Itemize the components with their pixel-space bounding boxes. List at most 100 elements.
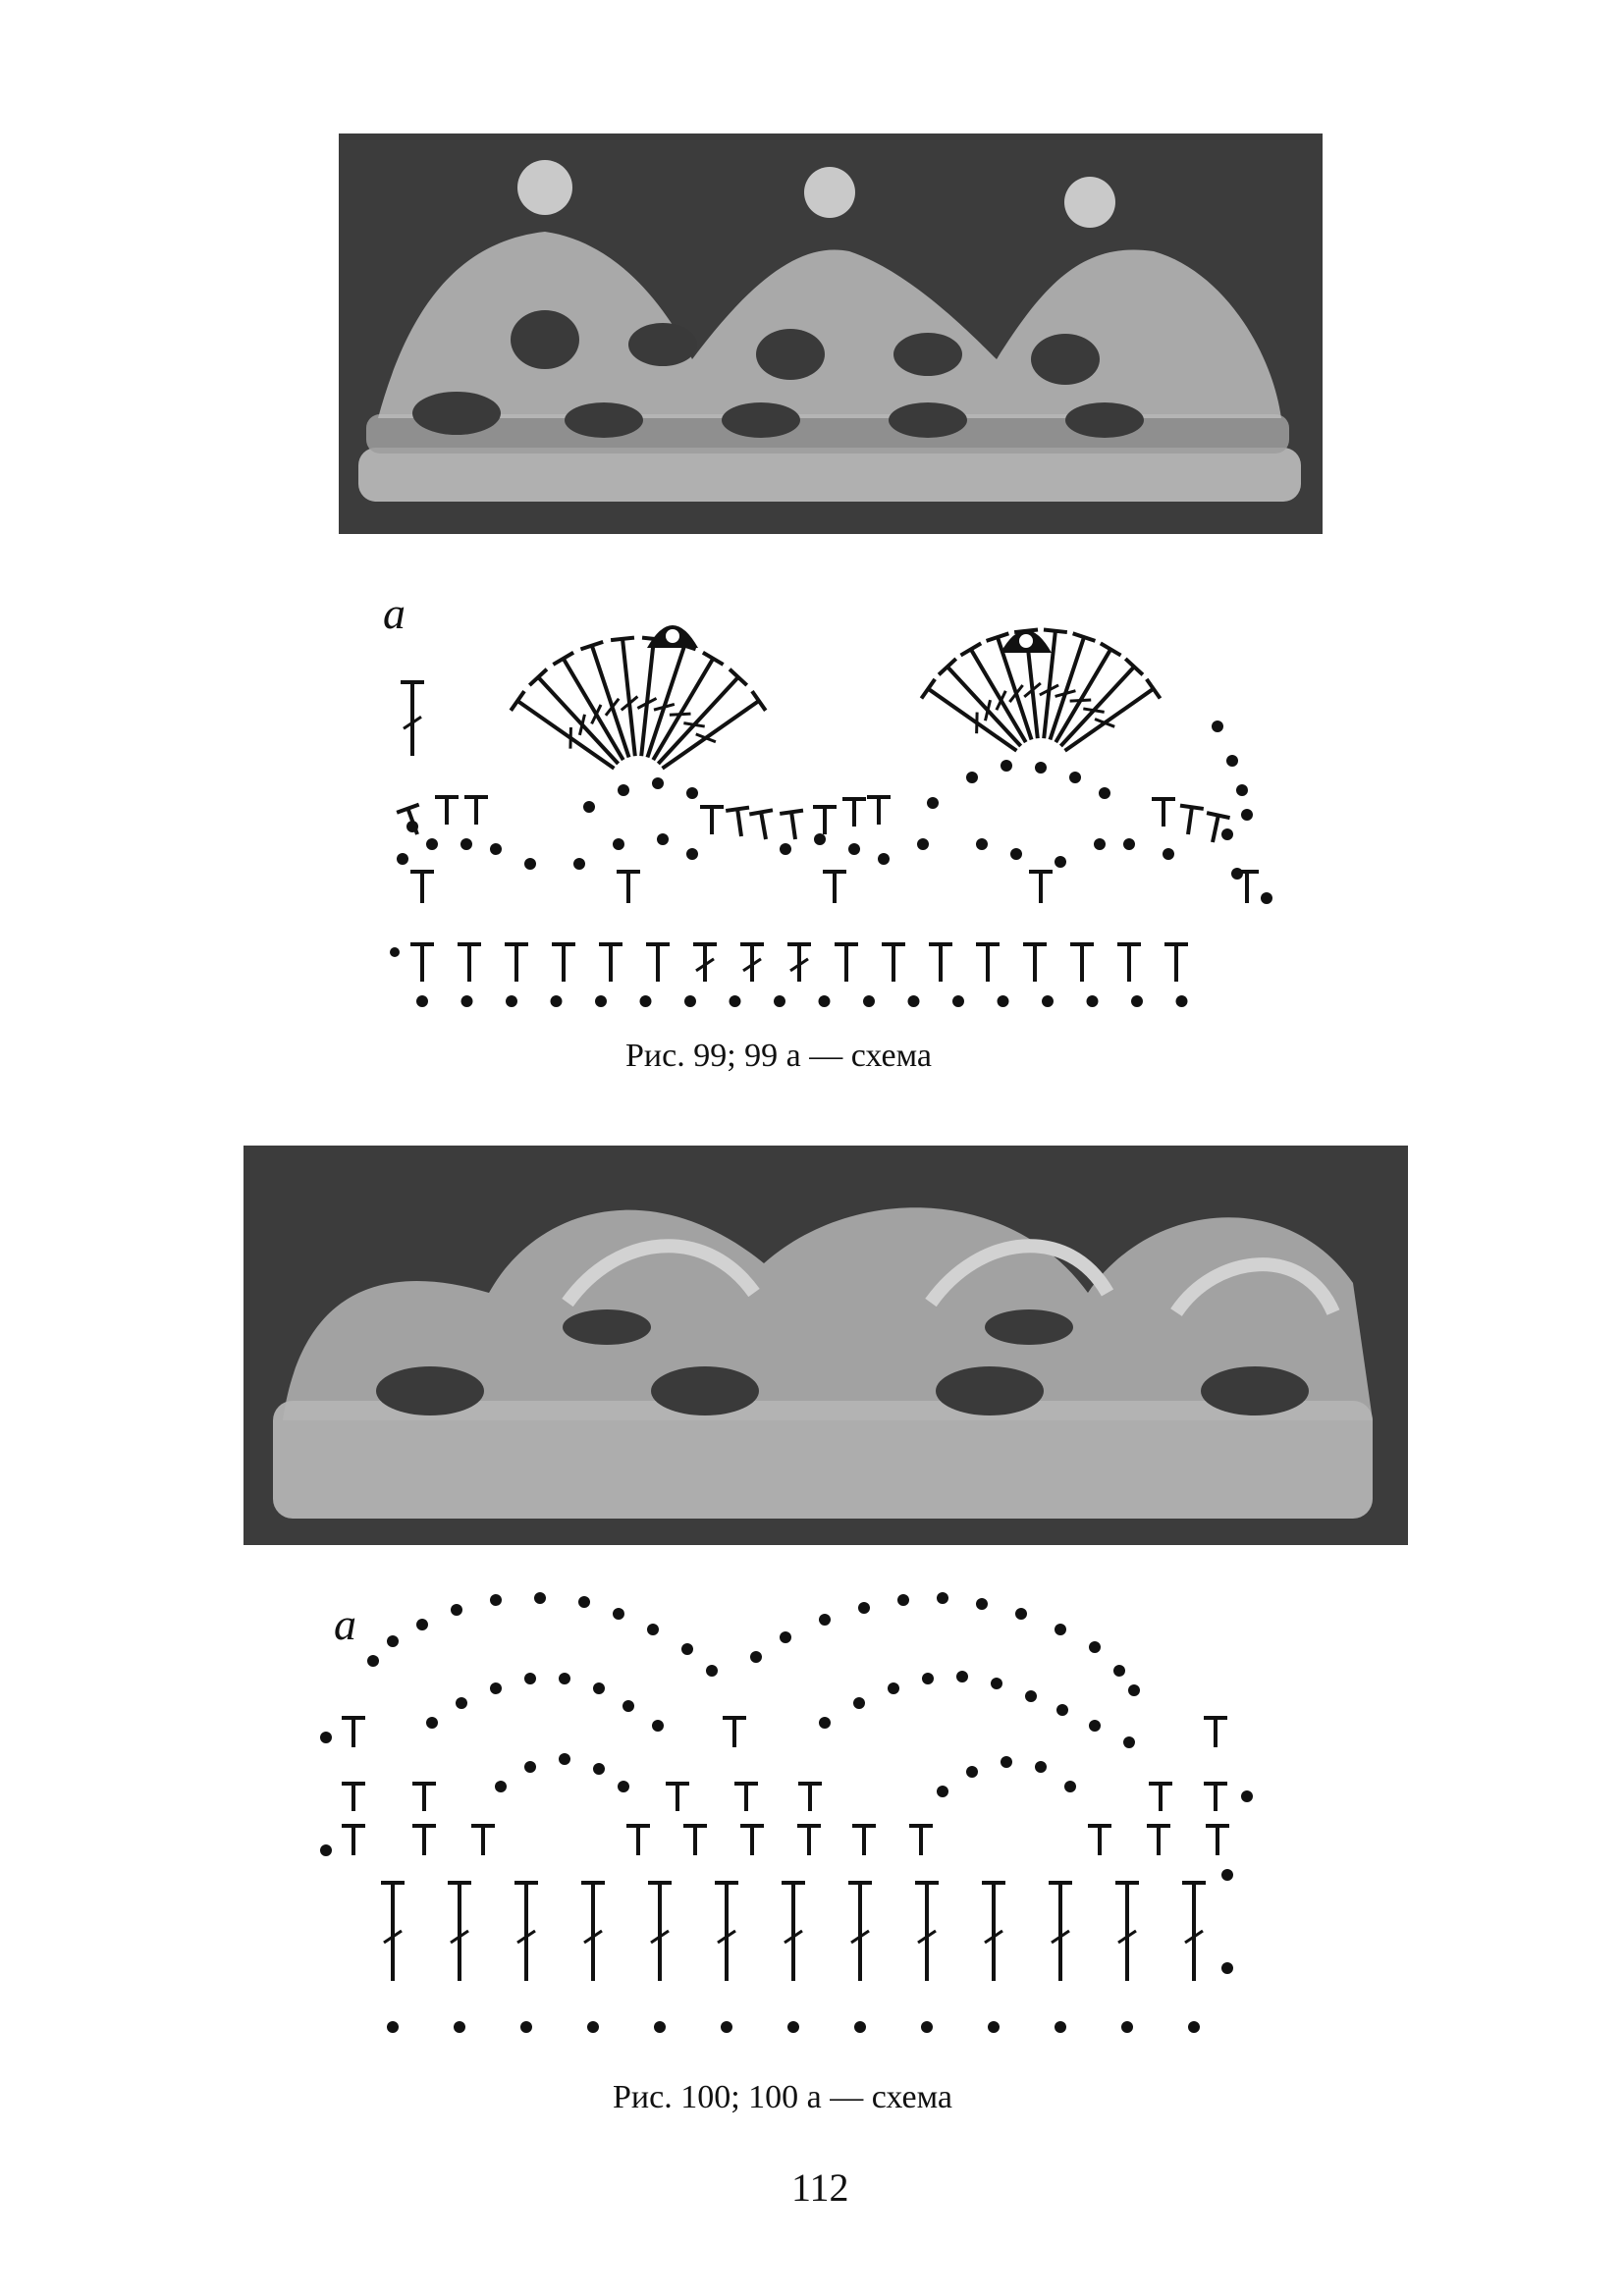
half-double-crochet-symbol bbox=[1070, 942, 1094, 982]
half-double-crochet-symbol bbox=[842, 797, 866, 827]
chain-stitch-symbol bbox=[774, 995, 785, 1007]
half-double-crochet-symbol bbox=[1088, 1824, 1111, 1855]
half-double-crochet-symbol bbox=[1117, 942, 1141, 982]
half-double-crochet-symbol bbox=[748, 808, 774, 840]
figure-100-scheme bbox=[314, 1551, 1335, 2042]
chain-stitch-symbol bbox=[460, 995, 473, 1007]
half-double-crochet-symbol bbox=[1149, 1782, 1172, 1811]
double-crochet-symbol bbox=[959, 641, 1028, 744]
double-crochet-symbol bbox=[1048, 631, 1097, 741]
chain-stitch-symbol bbox=[976, 838, 988, 850]
chain-stitch-symbol bbox=[1221, 828, 1233, 840]
chain-stitch-symbol bbox=[863, 995, 875, 1007]
chain-stitch-symbol bbox=[426, 838, 438, 850]
chain-stitch-symbol bbox=[490, 1594, 502, 1606]
chain-stitch-symbol bbox=[1094, 838, 1106, 850]
half-double-crochet-symbol bbox=[835, 942, 858, 982]
chain-stitch-symbol bbox=[320, 1844, 332, 1856]
chain-stitch-symbol bbox=[639, 995, 652, 1007]
half-double-crochet-symbol bbox=[683, 1824, 707, 1855]
chain-stitch-symbol bbox=[1035, 1761, 1047, 1773]
half-double-crochet-symbol bbox=[852, 1824, 876, 1855]
half-double-crochet-symbol bbox=[412, 1824, 436, 1855]
double-crochet-symbol bbox=[381, 1881, 405, 1981]
half-double-crochet-symbol bbox=[1023, 942, 1047, 982]
chain-stitch-symbol bbox=[966, 772, 978, 783]
half-double-crochet-symbol bbox=[410, 870, 434, 903]
double-crochet-symbol bbox=[985, 631, 1034, 741]
chain-stitch-symbol bbox=[456, 1697, 467, 1709]
half-double-crochet-symbol bbox=[1206, 1824, 1229, 1855]
chain-stitch-symbol bbox=[320, 1732, 332, 1743]
picot-symbol bbox=[666, 629, 679, 643]
double-crochet-symbol bbox=[1058, 657, 1145, 748]
chain-stitch-symbol bbox=[818, 995, 831, 1007]
double-crochet-symbol bbox=[937, 657, 1023, 748]
half-double-crochet-symbol bbox=[725, 805, 750, 837]
double-crochet-symbol bbox=[982, 1881, 1005, 1981]
chain-stitch-symbol bbox=[854, 2021, 866, 2033]
chain-stitch-symbol bbox=[991, 1678, 1002, 1689]
chain-stitch-symbol bbox=[550, 995, 563, 1007]
chain-stitch-symbol bbox=[654, 2021, 666, 2033]
chain-stitch-symbol bbox=[451, 1604, 462, 1616]
half-double-crochet-symbol bbox=[929, 942, 952, 982]
half-double-crochet-symbol bbox=[552, 942, 575, 982]
chain-stitch-symbol bbox=[1236, 784, 1248, 796]
chain-stitch-symbol bbox=[534, 1592, 546, 1604]
chain-stitch-symbol bbox=[1123, 1736, 1135, 1748]
double-crochet-symbol bbox=[1182, 1881, 1206, 1981]
chain-stitch-symbol bbox=[618, 1781, 629, 1792]
chain-stitch-symbol bbox=[406, 821, 418, 832]
half-double-crochet-symbol bbox=[666, 1782, 689, 1811]
half-double-crochet-symbol bbox=[435, 795, 459, 825]
chain-stitch-symbol bbox=[1231, 868, 1243, 880]
half-double-crochet-symbol bbox=[458, 942, 481, 982]
double-crochet-symbol bbox=[1049, 1881, 1072, 1981]
chain-stitch-symbol bbox=[1055, 856, 1066, 868]
chain-stitch-symbol bbox=[1212, 721, 1223, 732]
chain-stitch-symbol bbox=[1175, 995, 1188, 1007]
chain-stitch-symbol bbox=[1064, 1781, 1076, 1792]
chain-stitch-symbol bbox=[559, 1673, 570, 1684]
chain-stitch-symbol bbox=[1163, 848, 1174, 860]
double-crochet-symbol bbox=[579, 639, 631, 759]
double-crochet-symbol bbox=[915, 1881, 939, 1981]
chain-stitch-symbol bbox=[647, 1624, 659, 1635]
chain-stitch-symbol bbox=[1241, 809, 1253, 821]
figure-99-scheme bbox=[373, 550, 1286, 1021]
chain-stitch-symbol bbox=[927, 797, 939, 809]
half-double-crochet-symbol bbox=[1029, 870, 1053, 903]
chain-stitch-symbol bbox=[506, 995, 517, 1007]
chain-stitch-symbol bbox=[706, 1665, 718, 1677]
half-double-crochet-symbol bbox=[599, 942, 622, 982]
half-double-crochet-symbol bbox=[976, 942, 1000, 982]
double-crochet-symbol bbox=[661, 689, 768, 771]
chain-stitch-symbol bbox=[524, 1761, 536, 1773]
chain-stitch-symbol bbox=[1056, 1704, 1068, 1716]
chain-stitch-symbol bbox=[1069, 772, 1081, 783]
half-double-crochet-symbol bbox=[813, 805, 837, 834]
chain-stitch-symbol bbox=[613, 838, 624, 850]
chain-stitch-symbol bbox=[397, 853, 408, 865]
double-crochet-symbol bbox=[509, 689, 616, 771]
double-crochet-symbol bbox=[610, 635, 639, 757]
chain-stitch-symbol bbox=[1226, 755, 1238, 767]
half-double-crochet-symbol bbox=[823, 870, 846, 903]
chain-stitch-symbol bbox=[460, 838, 472, 850]
chain-stitch-symbol bbox=[1128, 1684, 1140, 1696]
chain-stitch-symbol bbox=[780, 843, 791, 855]
half-double-crochet-symbol bbox=[471, 1824, 495, 1855]
chain-stitch-symbol bbox=[921, 2021, 933, 2033]
chain-stitch-symbol bbox=[1221, 1962, 1233, 1974]
half-double-crochet-symbol bbox=[626, 1824, 650, 1855]
half-double-crochet-symbol bbox=[1204, 1782, 1227, 1811]
page-number: 112 bbox=[791, 2165, 849, 2210]
chain-stitch-symbol bbox=[454, 2021, 465, 2033]
chain-stitch-symbol bbox=[848, 843, 860, 855]
half-double-crochet-symbol bbox=[797, 1824, 821, 1855]
chain-stitch-symbol bbox=[578, 1596, 590, 1608]
double-crochet-symbol bbox=[514, 1881, 538, 1981]
chain-stitch-symbol bbox=[1055, 1624, 1066, 1635]
chain-stitch-symbol bbox=[729, 995, 741, 1007]
